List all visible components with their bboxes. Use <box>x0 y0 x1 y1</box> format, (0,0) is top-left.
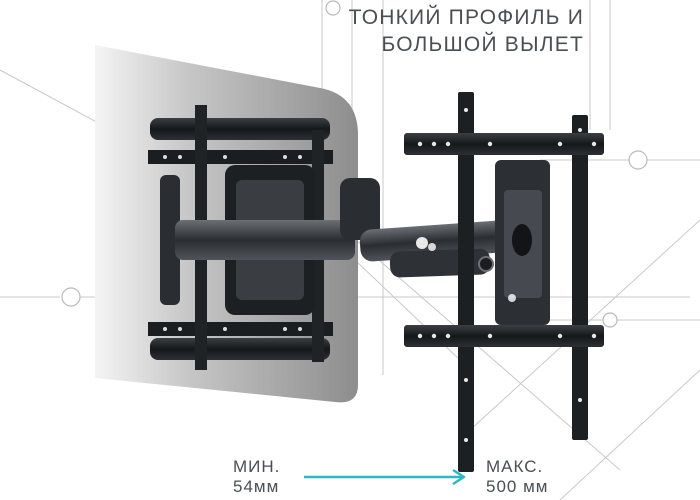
max-depth-caption: МАКС. 500 мм <box>486 457 548 497</box>
headline-line-2: БОЛЬШОЙ ВЫЛЕТ <box>381 33 584 56</box>
max-depth-label: МАКС. <box>486 457 544 476</box>
min-depth-value: 54мм <box>233 477 280 496</box>
min-depth-label: МИН. <box>233 457 281 476</box>
arrow-right-icon <box>304 468 466 486</box>
wall-bracket-collapsed <box>148 105 380 370</box>
min-depth-caption: МИН. 54мм <box>233 457 280 497</box>
headline-line-1: ТОНКИЙ ПРОФИЛЬ И <box>348 6 584 29</box>
max-depth-value: 500 мм <box>486 477 549 496</box>
bracket-logo-icon <box>428 243 516 302</box>
headline: ТОНКИЙ ПРОФИЛЬ И БОЛЬШОЙ ВЫЛЕТ <box>349 4 584 58</box>
tv-mount-frame-extended <box>404 92 604 472</box>
